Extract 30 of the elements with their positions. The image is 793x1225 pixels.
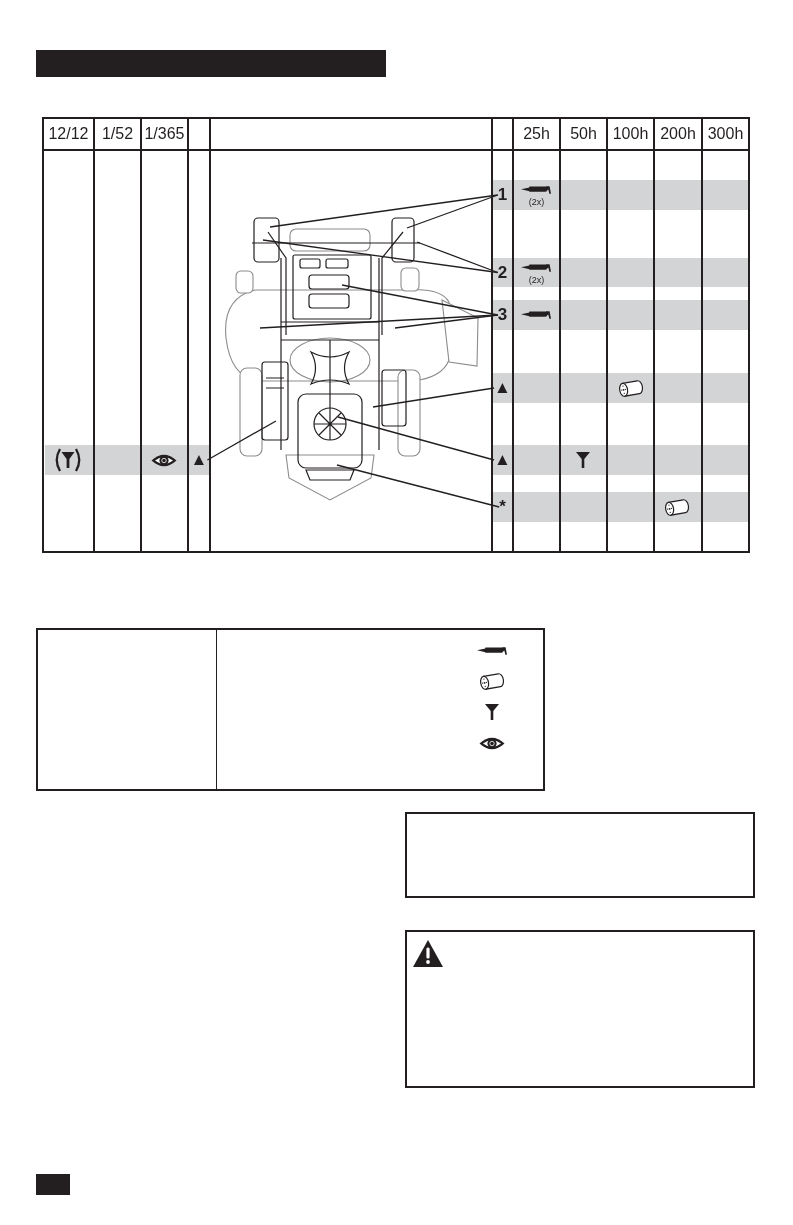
callout-marker: 3 bbox=[497, 306, 508, 324]
column-header: 25h bbox=[523, 125, 550, 143]
leader-line bbox=[394, 314, 499, 329]
notice-box bbox=[405, 812, 755, 898]
page-number-tab bbox=[36, 1174, 70, 1195]
callout-marker: ▲ bbox=[494, 379, 511, 397]
leader-line bbox=[416, 241, 499, 274]
leader-line bbox=[406, 194, 499, 229]
callout-marker: ▲ bbox=[190, 451, 208, 469]
leader-line bbox=[206, 420, 277, 461]
quantity-note: (2x) bbox=[528, 276, 545, 286]
leader-line bbox=[337, 416, 495, 461]
leader-line bbox=[262, 239, 499, 274]
column-header: 1/52 bbox=[101, 125, 134, 143]
callout-marker: 1 bbox=[497, 186, 508, 204]
callout-marker: 2 bbox=[497, 263, 508, 282]
column-header: 300h bbox=[707, 125, 744, 143]
leader-line bbox=[336, 464, 500, 508]
column-header: 50h bbox=[570, 125, 597, 143]
column-header: 12/12 bbox=[48, 125, 89, 143]
column-header: 200h bbox=[660, 125, 696, 143]
column-header: 1/365 bbox=[144, 125, 185, 143]
warning-box bbox=[405, 930, 755, 1088]
leader-line bbox=[372, 387, 495, 408]
quantity-note: (2x) bbox=[528, 198, 545, 208]
column-header: 100h bbox=[612, 125, 649, 143]
section-heading-bar bbox=[36, 50, 386, 77]
callout-marker: ▲ bbox=[494, 451, 511, 469]
callout-marker: * bbox=[499, 498, 506, 516]
leader-line bbox=[259, 314, 499, 329]
